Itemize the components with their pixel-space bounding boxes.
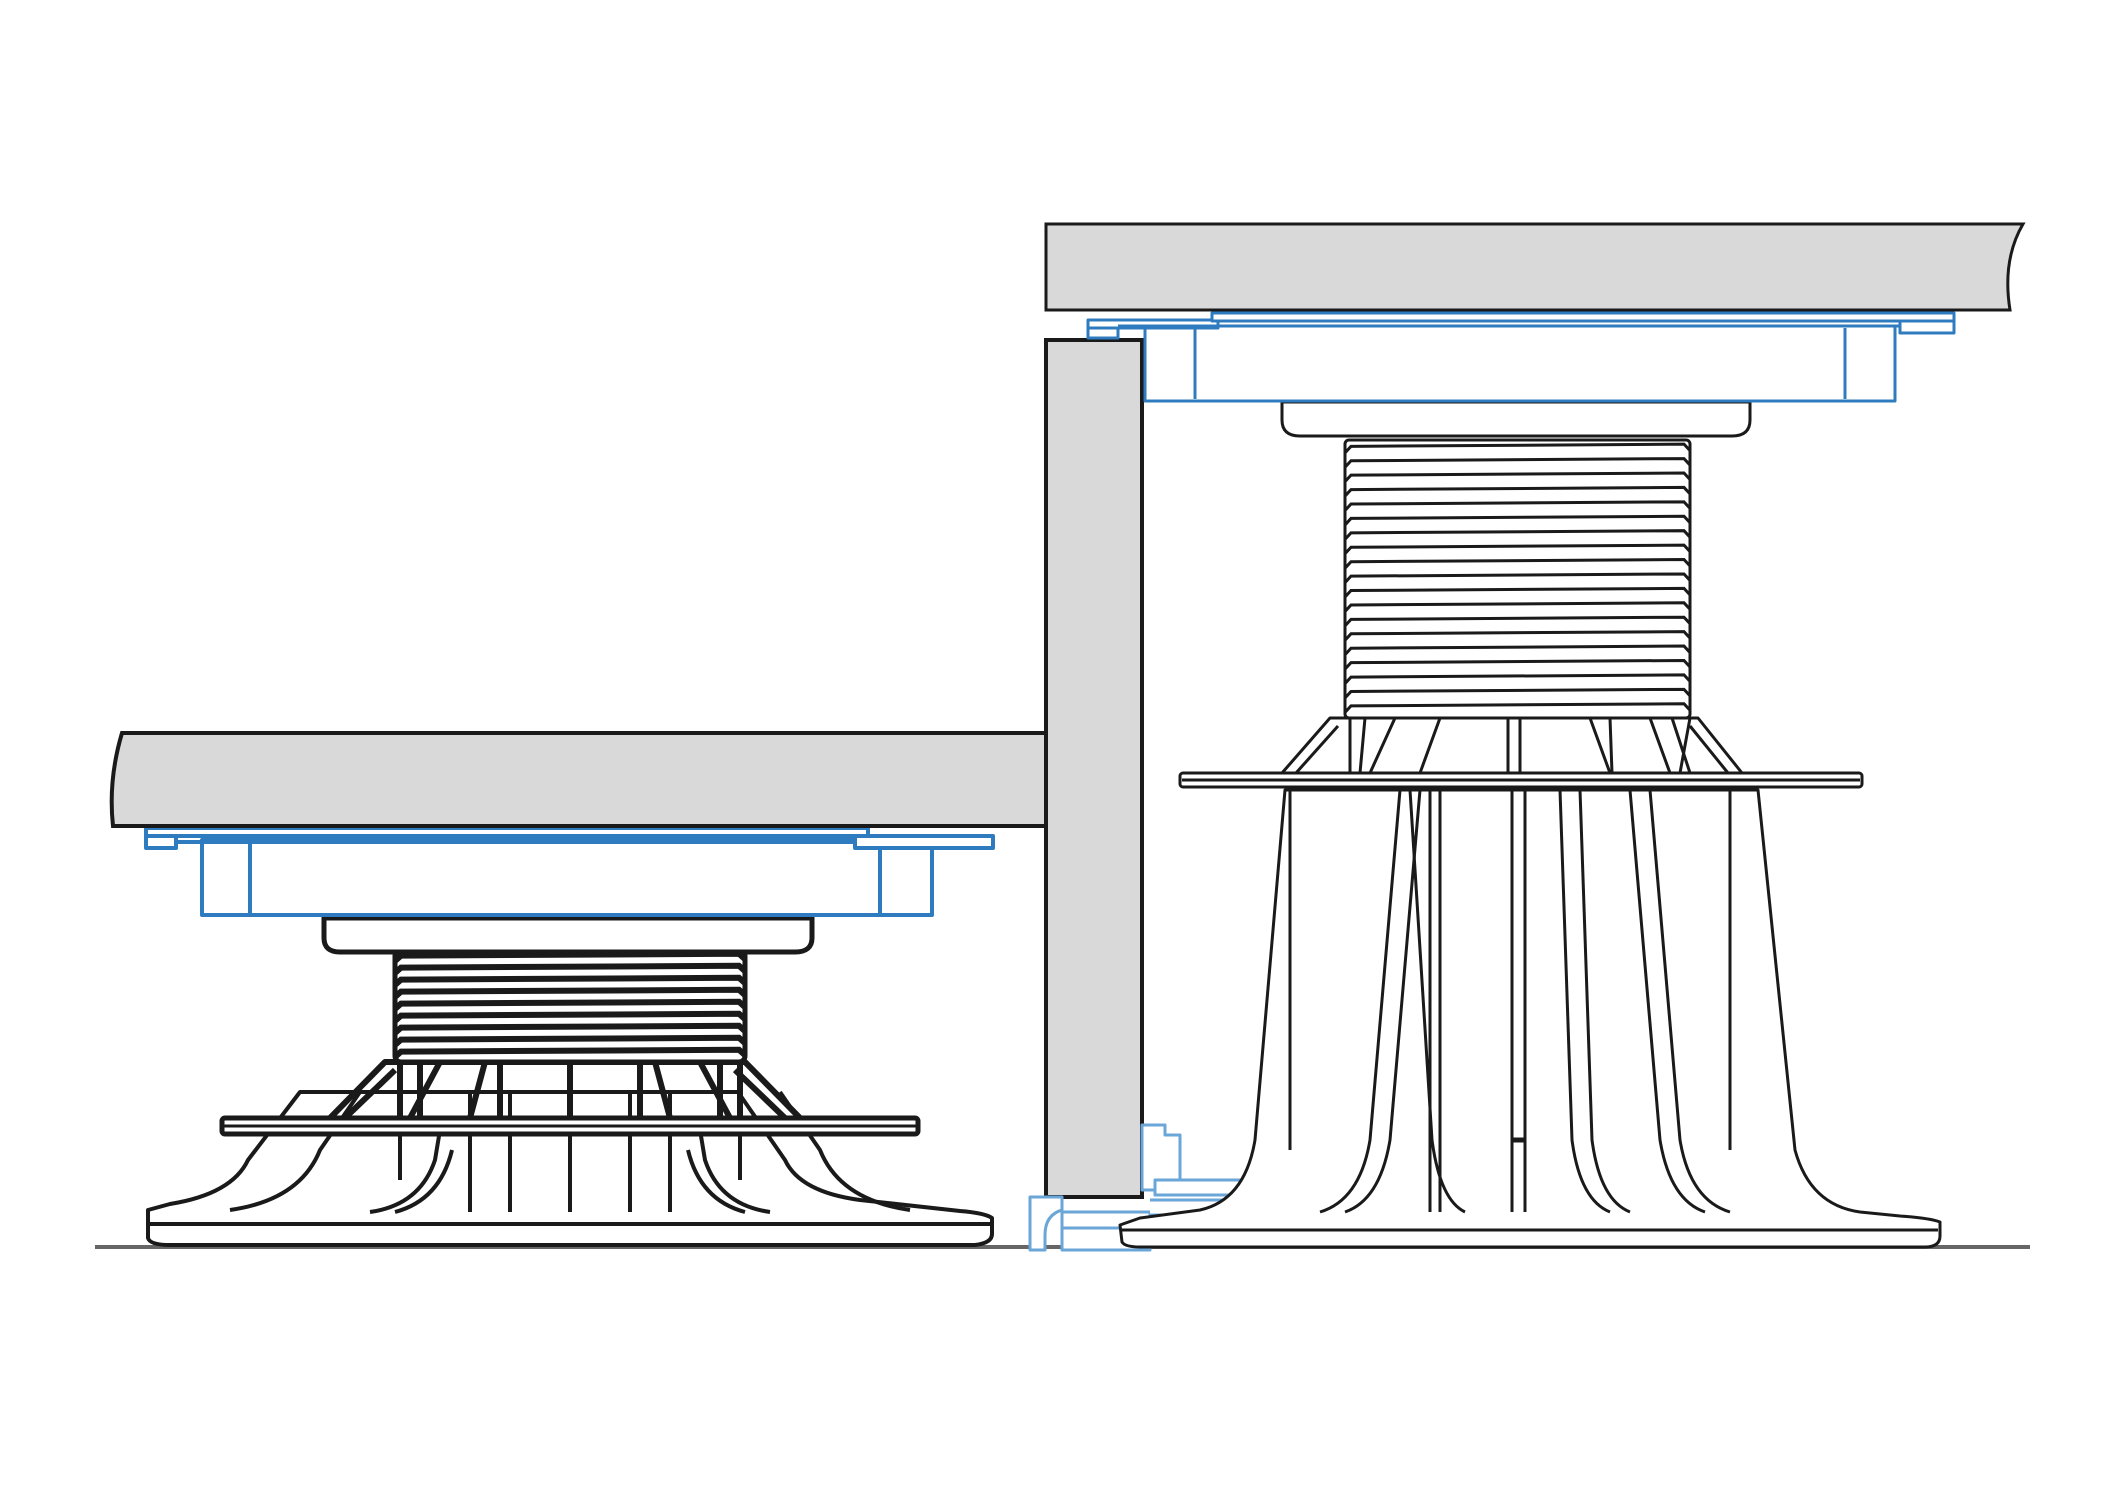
left-shaft-thread: [392, 950, 748, 964]
left-shaft-thread: [392, 1022, 748, 1036]
left-paving-slab: [109, 731, 1050, 828]
left-shaft-thread: [392, 962, 748, 976]
right-shaft-thread: [1343, 558, 1692, 570]
right-pedestal-cap: [1280, 400, 1752, 438]
left-shaft-thread: [392, 1010, 748, 1024]
right-shaft-thread: [1343, 471, 1692, 483]
right-shaft-thread: [1343, 630, 1692, 642]
left-shaft-thread: [392, 974, 748, 988]
right-pedestal-base: [1118, 788, 1942, 1249]
left-pedestal: [144, 826, 995, 1247]
left-pedestal-flange: [219, 1115, 921, 1137]
right-pedestal-ribs: [1280, 716, 1744, 774]
left-pedestal-cap: [321, 915, 815, 955]
left-shaft-thread: [392, 998, 748, 1012]
right-shaft-thread: [1343, 644, 1692, 656]
right-pedestal-shaft: [1343, 438, 1692, 720]
right-shaft-thread: [1343, 615, 1692, 627]
right-shaft-thread: [1343, 601, 1692, 613]
right-pedestal: [1086, 311, 1956, 1249]
edge-slab: [1044, 338, 1144, 1199]
right-shaft-thread: [1343, 658, 1692, 671]
left-shaft-thread: [392, 986, 748, 1000]
right-shaft-thread: [1343, 514, 1692, 526]
left-shaft-threads: [392, 950, 748, 1060]
left-shaft-thread: [392, 1034, 748, 1048]
left-pedestal-head: [144, 826, 995, 917]
right-shaft-thread: [1343, 485, 1692, 498]
right-shaft-thread: [1343, 457, 1692, 469]
right-shaft-threads: [1343, 442, 1692, 714]
right-shaft-thread: [1343, 572, 1692, 584]
left-shaft-thread: [392, 1046, 748, 1060]
right-shaft-thread: [1343, 442, 1692, 454]
right-pedestal-head: [1086, 311, 1956, 403]
right-shaft-thread: [1343, 529, 1692, 541]
right-shaft-thread: [1343, 673, 1692, 685]
right-shaft-thread: [1343, 687, 1692, 699]
right-shaft-thread: [1343, 500, 1692, 512]
left-pedestal-shaft: [392, 947, 748, 1065]
right-shaft-thread: [1343, 586, 1692, 599]
right-shaft-thread: [1343, 702, 1692, 714]
right-paving-slab: [1044, 222, 2026, 312]
right-shaft-thread: [1343, 543, 1692, 555]
right-pedestal-flange: [1178, 771, 1864, 789]
